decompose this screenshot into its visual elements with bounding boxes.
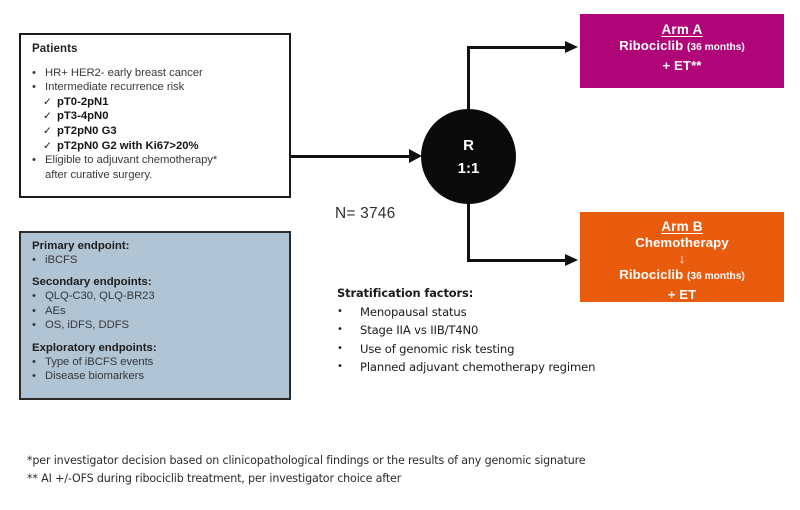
bullet-icon: • [32,319,36,332]
list-item: • Type of iBCFS events [32,355,154,368]
footnote-single-asterisk: *per investigator decision based on clin… [27,454,586,467]
group-heading: Exploratory endpoints: [32,341,157,354]
list-item: • Use of genomic risk testing [337,340,637,358]
enrollment-count: N= 3746 [335,205,396,222]
exploratory-endpoint-group: Exploratory endpoints: • Type of iBCFS e… [32,342,280,384]
stratification-title: Stratification factors: [337,286,474,300]
randomization-label: R [463,136,474,154]
list-item: • Eligible to adjuvant chemotherapy* aft… [32,154,218,181]
endpoint-list: • iBCFS [32,253,280,267]
randomization-arm-b-connector-horizontal [467,259,574,262]
list-item: ✓ pT2pN0 G2 with Ki67>20% [32,139,280,154]
checkmark-icon: ✓ [43,95,52,108]
down-arrow-icon: ↓ [678,251,686,266]
arm-b-step-chemotherapy: Chemotherapy [635,235,729,250]
randomization-arm-a-connector-vertical [467,46,470,118]
arm-a-heading: Arm A [661,22,703,37]
endpoint-list: • Type of iBCFS events • Disease biomark… [32,355,280,384]
arm-b-heading: Arm B [661,219,703,234]
bullet-icon: • [32,81,36,94]
list-item: • iBCFS [32,254,78,266]
bullet-icon: • [32,355,36,368]
stratification-factors-block: Stratification factors: • Menopausal sta… [337,286,637,377]
endpoint-list: • QLQ-C30, QLQ-BR23 • AEs • OS, iDFS, DD… [32,289,280,332]
list-item: • HR+ HER2- early breast cancer [32,67,203,79]
bullet-icon: • [32,304,36,317]
bullet-icon: • [32,154,36,167]
group-heading: Primary endpoint: [32,240,130,252]
bullet-icon: • [32,370,36,383]
bullet-icon: • [32,290,36,303]
list-item: • AEs [32,304,66,317]
list-item: • QLQ-C30, QLQ-BR23 [32,290,155,303]
arm-a-treatment: Ribociclib (36 months) [619,38,745,53]
randomization-arm-b-connector-vertical [467,196,470,262]
list-item: ✓ pT3-4pN0 [32,109,280,124]
arrow-head-icon [565,254,578,266]
patients-eligibility-box: Patients • HR+ HER2- early breast cancer… [19,33,291,198]
bullet-icon: • [337,361,343,373]
bullet-icon: • [337,342,343,354]
bullet-icon: • [337,306,343,317]
arm-b-treatment: Ribociclib (36 months) [619,267,745,282]
list-item: • OS, iDFS, DDFS [32,319,130,332]
arm-a-box: Arm A Ribociclib (36 months) + ET** [580,14,784,88]
footnotes: *per investigator decision based on clin… [27,452,586,487]
list-item: • Menopausal status [337,303,637,321]
list-item: • Disease biomarkers [32,370,144,383]
stratification-list: • Menopausal status • Stage IIA vs IIB/T… [337,303,637,377]
bullet-icon: • [32,67,36,79]
checkmark-icon: ✓ [43,110,52,123]
list-item: ✓ pT2pN0 G3 [32,124,280,139]
arrow-head-icon [409,149,422,163]
randomization-arm-a-connector-horizontal [467,46,574,49]
arrow-head-icon [565,41,578,53]
patients-criteria-list: • HR+ HER2- early breast cancer • Interm… [32,66,280,182]
patients-box-title: Patients [32,43,78,55]
secondary-endpoint-group: Secondary endpoints: • QLQ-C30, QLQ-BR23… [32,276,280,332]
endpoints-box: Primary endpoint: • iBCFS Secondary endp… [19,231,291,400]
arm-a-combination: + ET** [662,58,702,73]
list-item: ✓ pT0-2pN1 [32,95,280,110]
enrollment-arrow-shaft [291,155,413,158]
checkmark-icon: ✓ [43,125,52,137]
arm-b-combination: + ET [667,287,697,302]
list-item: • Planned adjuvant chemotherapy regimen [337,358,637,376]
bullet-icon: • [337,324,343,336]
primary-endpoint-group: Primary endpoint: • iBCFS [32,240,280,267]
randomization-ratio: 1:1 [457,159,480,177]
arm-b-box: Arm B Chemotherapy ↓ Ribociclib (36 mont… [580,212,784,302]
list-item: • Intermediate recurrence risk [32,81,185,94]
randomization-node: R 1:1 [421,109,516,204]
footnote-double-asterisk: ** AI +/-OFS during ribociclib treatment… [27,471,402,485]
list-item: • Stage IIA vs IIB/T4N0 [337,321,637,339]
bullet-icon: • [32,254,36,266]
group-heading: Secondary endpoints: [32,276,152,289]
checkmark-icon: ✓ [43,139,52,152]
